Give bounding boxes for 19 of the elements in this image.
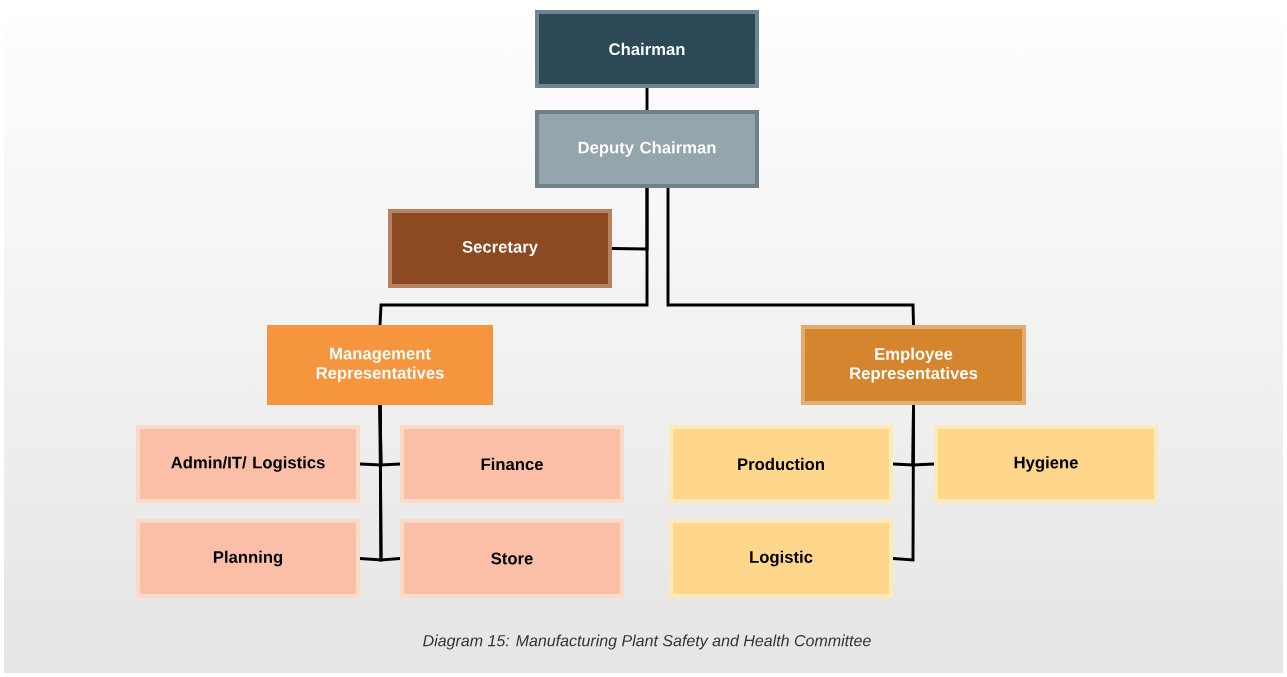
member-box: Logistic (669, 519, 893, 598)
connector-line (378, 405, 401, 562)
role-box: Chairman (535, 10, 759, 88)
connector-line (378, 188, 649, 326)
caption: Diagram 15: Manufacturing Plant Safety and Health Committee (423, 634, 871, 650)
member-box: Production (669, 425, 893, 503)
member-box: Store (400, 519, 624, 598)
connector-line (892, 405, 915, 562)
connector-line (378, 404, 401, 467)
role-box: Deputy Chairman (535, 110, 759, 188)
connector-line (645, 88, 649, 110)
connector-line (666, 188, 915, 326)
group-box: Employee Representatives (801, 325, 1027, 405)
member-box: Hygiene (934, 425, 1158, 503)
role-box: Secretary (388, 209, 612, 288)
member-box: Admin/IT/ Logistics (136, 425, 360, 503)
group-box: Management Representatives (267, 325, 493, 405)
member-box: Finance (400, 425, 624, 503)
member-box: Planning (136, 519, 360, 598)
